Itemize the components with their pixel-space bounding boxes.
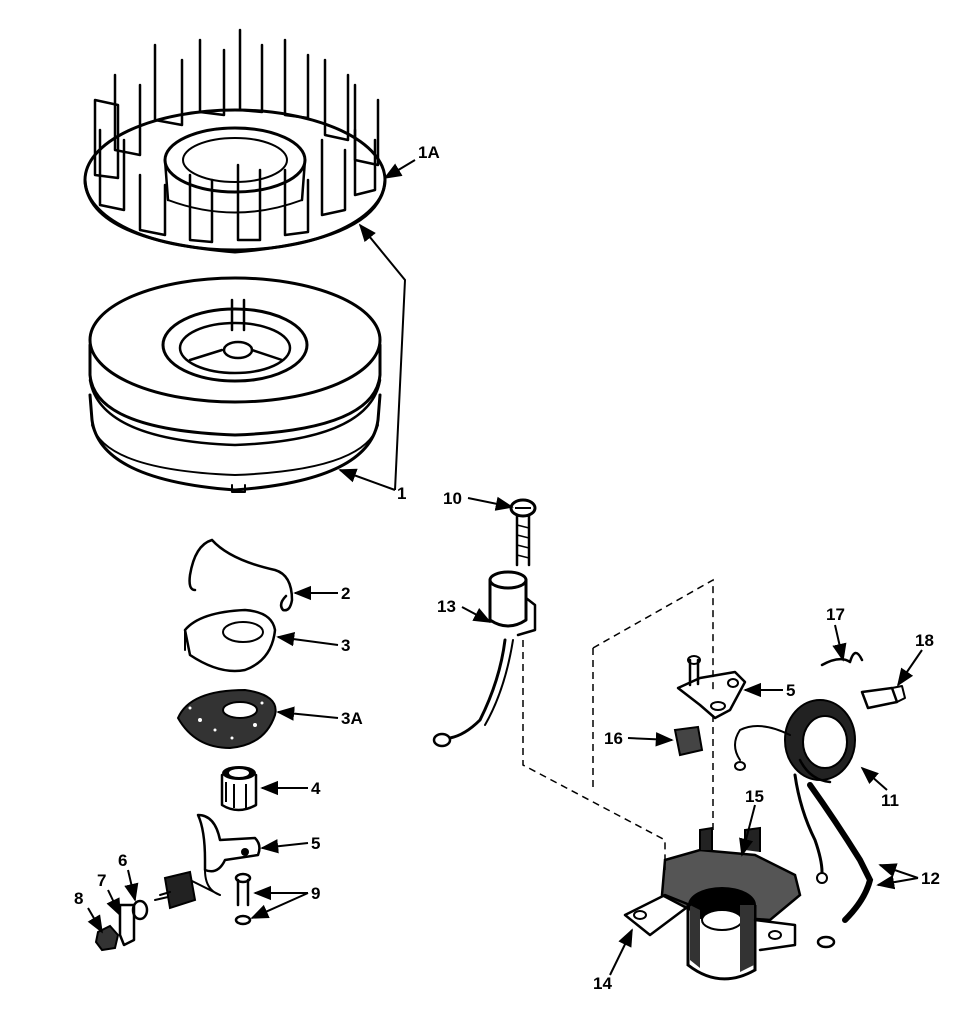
spring-clip-part (188, 538, 294, 612)
flywheel-part (88, 276, 382, 493)
label-18: 18 (915, 631, 934, 650)
label-15: 15 (745, 787, 764, 806)
label-8: 8 (74, 889, 83, 908)
label-3A: 3A (341, 709, 363, 728)
label-5-upper: 5 (786, 681, 795, 700)
flywheel-fan-part (83, 28, 387, 254)
cam-bushing-part (220, 766, 258, 812)
label-17: 17 (826, 605, 845, 624)
condenser-part (432, 570, 537, 748)
label-16: 16 (604, 729, 623, 748)
felt-pad-part (673, 725, 704, 757)
label-3: 3 (341, 636, 350, 655)
cover-part (183, 608, 277, 673)
coil-part (734, 699, 856, 784)
contact-point-part (154, 870, 197, 910)
screw-part (234, 872, 252, 926)
label-11: 11 (881, 791, 899, 810)
leader-lines (87, 159, 923, 976)
label-10: 10 (443, 489, 462, 508)
label-1A: 1A (418, 143, 440, 162)
label-4: 4 (311, 779, 321, 798)
label-6: 6 (118, 851, 127, 870)
label-5-lower: 5 (311, 834, 320, 853)
nut-part (94, 924, 120, 952)
label-12: 12 (921, 869, 940, 888)
insulator-part (860, 685, 906, 710)
alignment-lines (522, 578, 714, 870)
label-14: 14 (593, 974, 612, 993)
breaker-arm-part (189, 813, 261, 896)
label-9: 9 (311, 884, 320, 903)
label-2: 2 (341, 584, 350, 603)
spring-part (820, 651, 864, 667)
dust-seal-part (176, 688, 277, 750)
ignition-wire-part (793, 773, 874, 949)
label-7: 7 (97, 871, 106, 890)
label-13: 13 (437, 597, 456, 616)
bracket-part (118, 903, 136, 947)
label-1: 1 (397, 484, 406, 503)
armature-part (623, 826, 802, 981)
condenser-screw-part (509, 498, 537, 567)
breaker-bracket-part (676, 655, 747, 720)
